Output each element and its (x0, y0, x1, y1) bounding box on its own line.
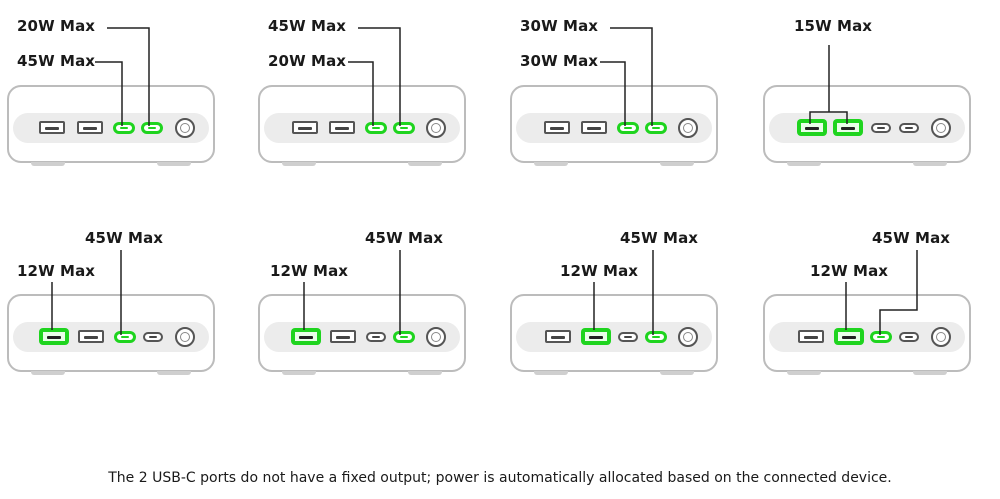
usb-a-port-1 (293, 330, 319, 343)
usb-c-port-2 (394, 123, 414, 133)
usb-a-port-1 (799, 121, 825, 134)
usb-c-port-1 (871, 123, 891, 133)
usb-a-port-2 (836, 330, 862, 343)
panel-3-label-bottom: 30W Max (520, 52, 599, 70)
panel-4-label-top: 15W Max (794, 17, 873, 35)
power-bank-panel-3 (510, 85, 718, 166)
power-button-icon (678, 118, 698, 138)
power-button-icon (175, 118, 195, 138)
power-button-icon (678, 327, 698, 347)
panel-5-label-top: 45W Max (85, 229, 164, 247)
panel-2-label-top: 45W Max (268, 17, 347, 35)
usb-a-port-1 (41, 330, 67, 343)
power-button-icon (931, 327, 951, 347)
power-button-icon (931, 118, 951, 138)
usb-c-port-2 (394, 332, 414, 342)
usb-c-port-2 (646, 332, 666, 342)
panel-2-label-bottom: 20W Max (268, 52, 347, 70)
panel-7-label-top: 45W Max (620, 229, 699, 247)
usb-c-port-1 (366, 123, 386, 133)
usb-a-port-1 (292, 121, 318, 134)
power-bank-panel-4 (763, 85, 971, 166)
power-bank-panel-7 (510, 294, 718, 375)
power-bank-panel-6 (258, 294, 466, 375)
panel-8-label-top: 45W Max (872, 229, 951, 247)
panel-1-label-top: 20W Max (17, 17, 96, 35)
usb-c-port-1 (114, 123, 134, 133)
usb-c-port-1 (366, 332, 386, 342)
usb-c-port-2 (899, 332, 919, 342)
usb-c-port-2 (646, 123, 666, 133)
panel-8-label-bottom: 12W Max (810, 262, 889, 280)
usb-c-port-2 (143, 332, 163, 342)
usb-c-port-2 (899, 123, 919, 133)
power-bank-panel-1 (7, 85, 215, 166)
usb-a-port-1 (798, 330, 824, 343)
usb-a-port-2 (78, 330, 104, 343)
power-bank-panel-5 (7, 294, 215, 375)
usb-a-port-2 (330, 330, 356, 343)
usb-a-port-2 (329, 121, 355, 134)
usb-a-port-2 (77, 121, 103, 134)
power-button-icon (175, 327, 195, 347)
usb-c-port-1 (618, 332, 638, 342)
panel-6-label-bottom: 12W Max (270, 262, 349, 280)
usb-c-port-2 (142, 123, 162, 133)
usb-c-port-1 (115, 332, 135, 342)
usb-c-port-1 (618, 123, 638, 133)
usb-c-port-1 (871, 332, 891, 342)
power-bank-panel-8 (763, 294, 971, 375)
power-bank-panel-2 (258, 85, 466, 166)
panel-6-label-top: 45W Max (365, 229, 444, 247)
usb-a-port-2 (583, 330, 609, 343)
usb-a-port-1 (545, 330, 571, 343)
usb-a-port-1 (39, 121, 65, 134)
panel-5-label-bottom: 12W Max (17, 262, 96, 280)
usb-a-port-1 (544, 121, 570, 134)
panel-1-label-bottom: 45W Max (17, 52, 96, 70)
usb-a-port-2 (835, 121, 861, 134)
power-button-icon (426, 118, 446, 138)
panel-3-label-top: 30W Max (520, 17, 599, 35)
power-button-icon (426, 327, 446, 347)
panel-7-label-bottom: 12W Max (560, 262, 639, 280)
usb-a-port-2 (581, 121, 607, 134)
footnote-caption: The 2 USB-C ports do not have a fixed ou… (108, 470, 892, 486)
